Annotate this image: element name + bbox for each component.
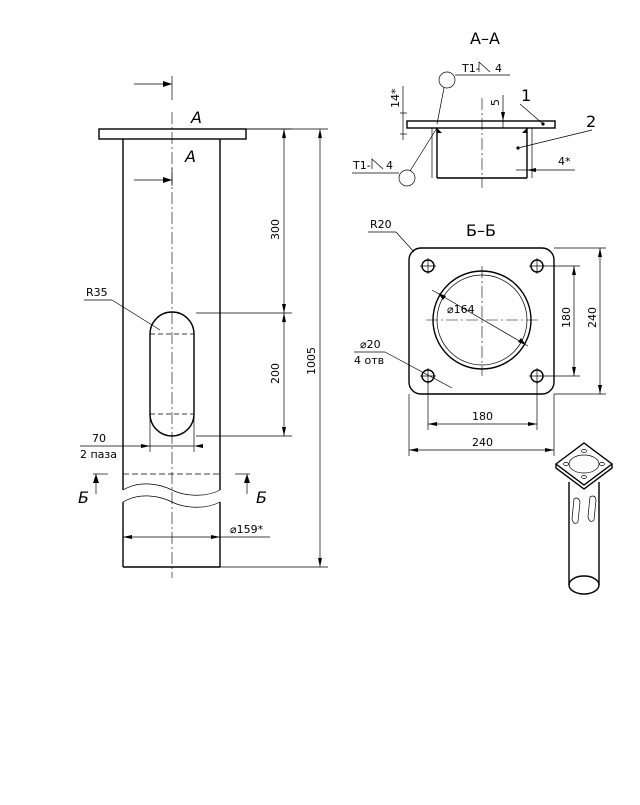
dim-300-label: 300 <box>269 219 282 240</box>
holes-count-label: 4 отв <box>354 354 384 367</box>
pos1-dot <box>541 122 545 126</box>
bb-dim-164-label: ⌀164 <box>447 303 475 316</box>
d20-leader <box>384 351 453 389</box>
section-b-b: Б–Б ⌀164 R20 ⌀20 4 отв 180 240 <box>354 218 606 456</box>
cut-b-left-label: Б <box>78 488 89 507</box>
weld-top-code: Т1- <box>461 62 480 75</box>
pos2-label: 2 <box>586 112 596 131</box>
dim-200-label: 200 <box>269 363 282 384</box>
iso-slot-1 <box>571 497 581 524</box>
weld-top-triangle <box>478 61 491 73</box>
isometric-view <box>554 442 614 595</box>
dim-14-label: 14* <box>389 88 402 108</box>
section-aa-title: А–А <box>470 29 500 48</box>
dim-1005-label: 1005 <box>305 347 318 375</box>
cut-b-right-label: Б <box>256 488 267 507</box>
bb-hole-centers <box>420 258 545 384</box>
aa-flange <box>406 120 556 129</box>
weld-top-leg: 4 <box>495 62 502 75</box>
flange-plate <box>98 128 247 140</box>
weld-left-leader <box>409 127 438 172</box>
r35-label: R35 <box>86 286 108 299</box>
r20-label: R20 <box>370 218 392 231</box>
dim-180h-label: 180 <box>472 410 493 423</box>
dim-159-label: ⌀159* <box>230 523 264 536</box>
weld-left-code: Т1- <box>352 159 371 172</box>
dim-5-arrow <box>501 112 505 121</box>
cut-a-top-label: А <box>190 108 202 127</box>
dim-180v-label: 180 <box>560 307 573 328</box>
slots-count-label: 2 паза <box>80 448 117 461</box>
iso-flange-bore <box>568 454 600 474</box>
r35-leader <box>111 299 161 331</box>
pos1-label: 1 <box>521 86 531 105</box>
bb-flange-plate <box>408 247 555 395</box>
d20-label: ⌀20 <box>360 338 381 351</box>
dim-5-label: 5 <box>489 99 502 106</box>
weld-left-triangle <box>371 158 384 170</box>
weld-left-leg: 4 <box>386 159 393 172</box>
iso-slot-2 <box>587 495 597 522</box>
section-bb-title: Б–Б <box>466 221 496 240</box>
break-line-lower <box>122 495 221 508</box>
cut-a-bottom-arrowhead <box>163 177 172 183</box>
break-line-upper <box>122 483 221 496</box>
weld-top-leader <box>436 87 445 125</box>
cut-b-left-arrowhead <box>93 474 99 483</box>
iso-flange-side <box>555 464 613 490</box>
cut-b-right-arrowhead <box>244 474 250 483</box>
cut-a-bottom-label: А <box>184 147 196 166</box>
cut-a-top-arrowhead <box>163 81 172 87</box>
bb-dim-164-line <box>431 289 529 347</box>
weld-left-circle <box>398 169 416 187</box>
pos2-dot <box>516 146 520 150</box>
r20-leader <box>395 231 415 253</box>
dim-240v-label: 240 <box>586 307 599 328</box>
iso-hole-2 <box>599 462 605 466</box>
dim-4-arrow <box>527 168 536 172</box>
dim-70-label: 70 <box>92 432 106 445</box>
dim-4-label: 4* <box>558 155 571 168</box>
section-a-a: А–А Т1- 4 Т1- 4 14* 5 4* <box>352 29 596 188</box>
iso-hole-4 <box>581 475 587 479</box>
front-view: А А Б Б R35 300 200 1005 <box>78 76 328 578</box>
iso-pipe-bottom <box>568 575 600 595</box>
dim-240h-label: 240 <box>472 436 493 449</box>
iso-hole-1 <box>563 462 569 466</box>
pos2-leader <box>517 129 593 149</box>
weld-top-circle <box>438 71 456 89</box>
iso-hole-3 <box>581 449 587 453</box>
pos1-leader <box>519 103 544 125</box>
